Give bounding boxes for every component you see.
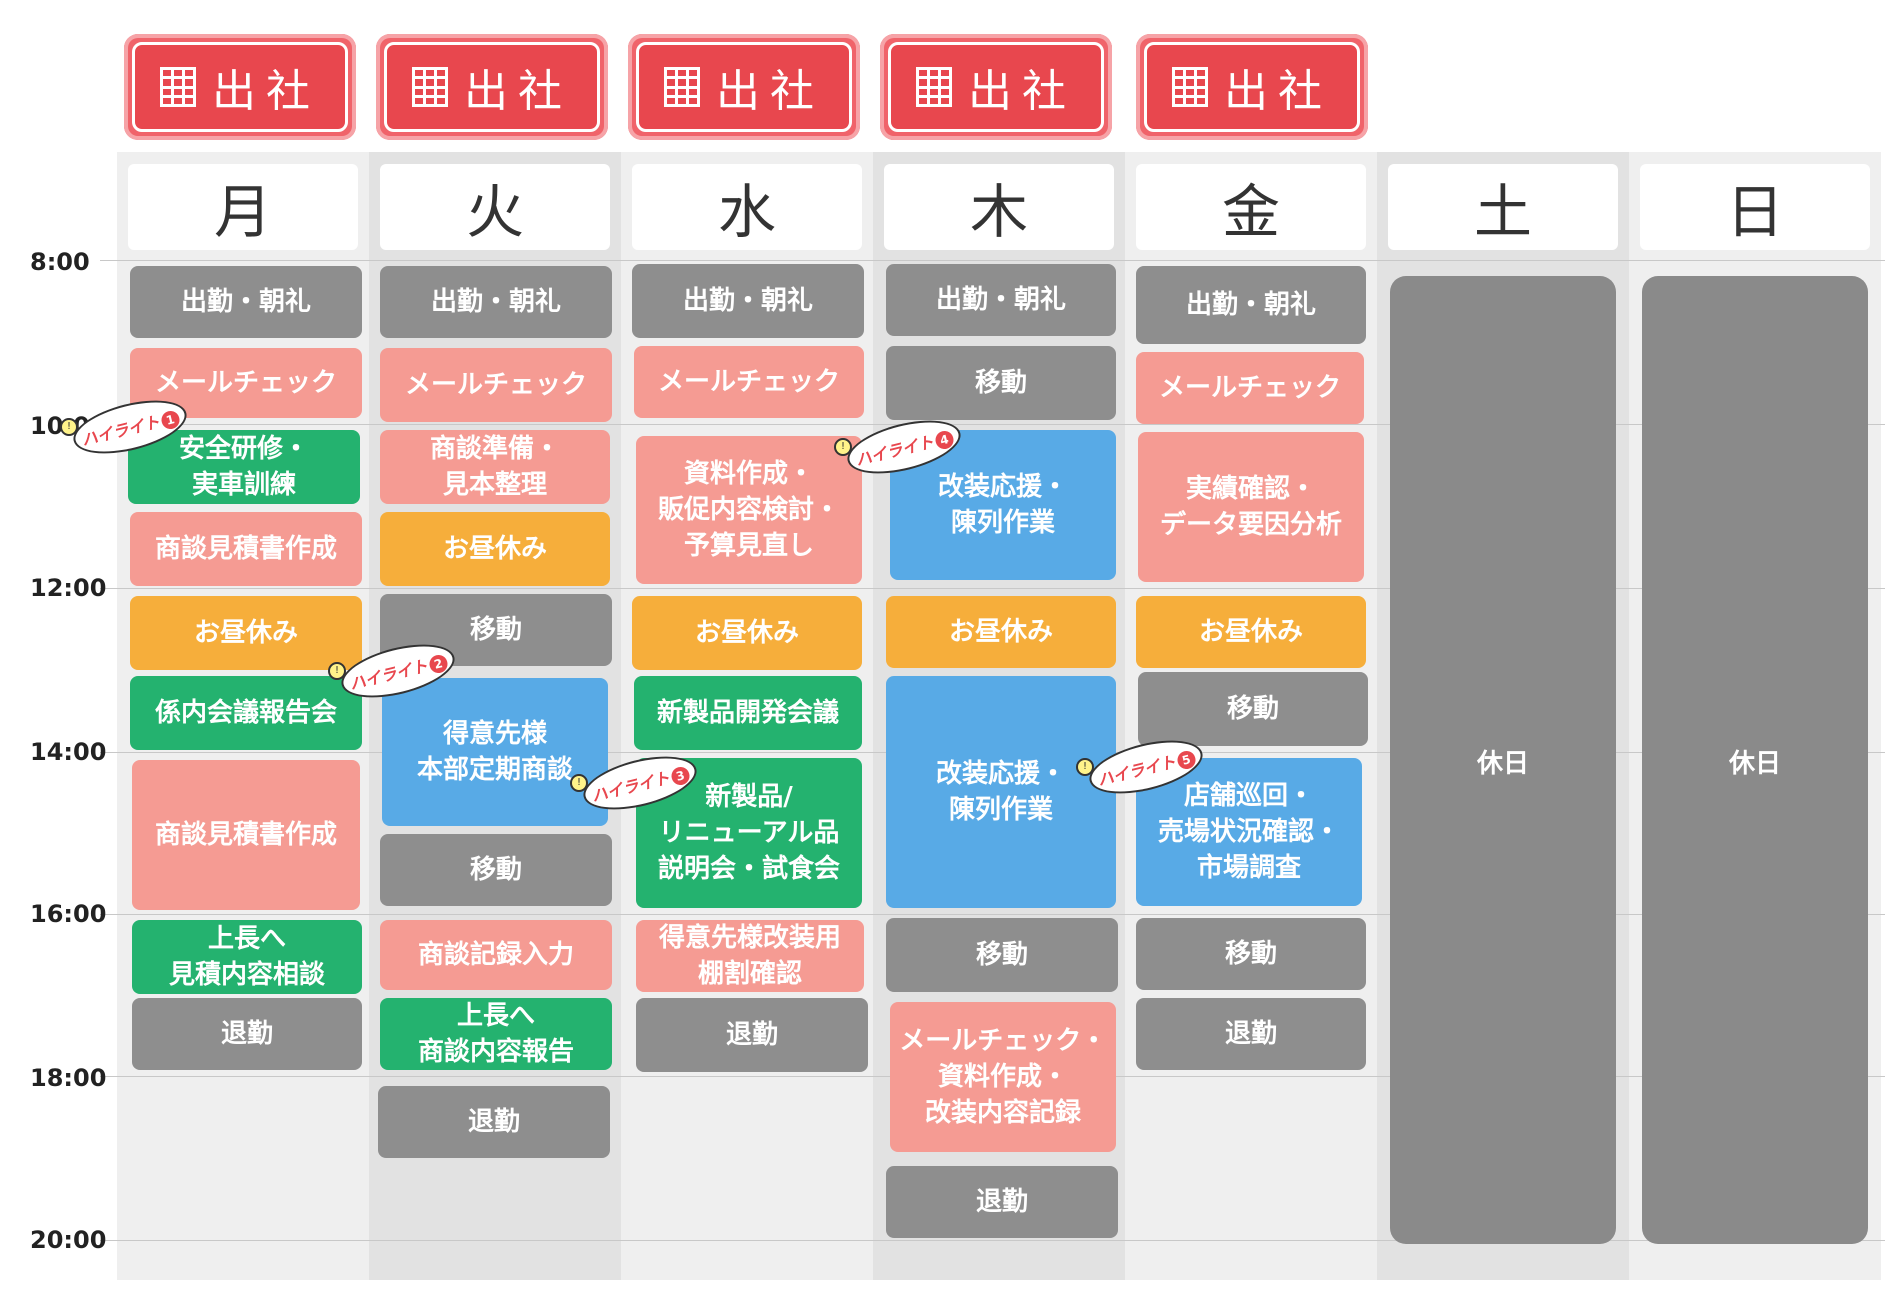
time-label-20: 20:00 [30,1226,107,1254]
day-header-wed: 水 [632,164,862,250]
schedule-block[interactable]: 出勤・朝礼 [1136,266,1366,344]
schedule-block[interactable]: メールチェック [380,348,612,422]
schedule-block[interactable]: メールチェック [1136,352,1364,424]
schedule-block[interactable]: 商談記録入力 [380,920,612,990]
schedule-block[interactable]: 商談準備・ 見本整理 [380,430,610,504]
building-icon [916,67,952,107]
gridline-8 [100,260,1885,261]
gridline-10 [100,424,1885,425]
gridline-12 [100,588,1885,589]
lightbulb-icon: ! [328,662,346,680]
schedule-block[interactable]: 店舗巡回・ 売場状況確認・ 市場調査 [1136,758,1362,906]
schedule-block[interactable]: 実績確認・ データ要因分析 [1138,432,1364,582]
schedule-block[interactable]: 新製品開発会議 [634,676,862,750]
office-label: 出社 [464,66,572,117]
schedule-block[interactable]: 退勤 [636,998,868,1072]
time-label-18: 18:00 [30,1064,107,1092]
schedule-block[interactable]: 移動 [380,834,612,906]
office-badge-wed: 出社 [628,34,860,140]
schedule-block[interactable]: 出勤・朝礼 [886,264,1116,336]
office-badge-tue: 出社 [376,34,608,140]
schedule-block[interactable]: 移動 [886,346,1116,420]
office-badge-mon: 出社 [124,34,356,140]
schedule-block[interactable]: 上長へ 見積内容相談 [132,920,362,994]
office-badge-fri: 出社 [1136,34,1368,140]
schedule-block[interactable]: お昼休み [886,596,1116,668]
schedule-block[interactable]: 退勤 [378,1086,610,1158]
schedule-block[interactable]: 商談見積書作成 [132,760,360,910]
time-label-12: 12:00 [30,574,107,602]
schedule-block[interactable]: 退勤 [886,1166,1118,1238]
day-header-sat: 土 [1388,164,1618,250]
schedule-block[interactable]: 得意先様改装用 棚割確認 [636,920,864,992]
holiday-block-sat[interactable]: 休日 [1390,276,1616,1244]
schedule-block[interactable]: お昼休み [380,512,610,586]
schedule-block[interactable]: 出勤・朝礼 [130,266,362,338]
time-label-14: 14:00 [30,738,107,766]
schedule-block[interactable]: 資料作成・ 販促内容検討・ 予算見直し [636,436,862,584]
day-header-tue: 火 [380,164,610,250]
schedule-block[interactable]: 上長へ 商談内容報告 [380,998,612,1070]
schedule-block[interactable]: メールチェック・ 資料作成・ 改装内容記録 [890,1002,1116,1152]
schedule-block[interactable]: 改装応援・ 陳列作業 [886,676,1116,908]
schedule-block[interactable]: メールチェック [130,348,362,418]
schedule-block[interactable]: 得意先様 本部定期商談 [382,678,608,826]
office-label: 出社 [716,66,824,117]
time-label-8: 8:00 [30,248,90,276]
schedule-block[interactable]: お昼休み [130,596,362,670]
building-icon [664,67,700,107]
office-label: 出社 [1224,66,1332,117]
schedule-block[interactable]: 退勤 [1136,998,1366,1070]
office-label: 出社 [968,66,1076,117]
schedule-block[interactable]: 移動 [1138,672,1368,746]
day-header-fri: 金 [1136,164,1366,250]
schedule-block[interactable]: お昼休み [1136,596,1366,668]
office-badge-thu: 出社 [880,34,1112,140]
lightbulb-icon: ! [60,418,78,436]
building-icon [1172,67,1208,107]
schedule-block[interactable]: 出勤・朝礼 [380,266,612,338]
building-icon [412,67,448,107]
schedule-block[interactable]: 商談見積書作成 [130,512,362,586]
schedule-block[interactable]: 移動 [886,918,1118,992]
schedule-block[interactable]: 退勤 [132,998,362,1070]
schedule-block[interactable]: 移動 [1136,918,1366,990]
gridline-16 [100,914,1885,915]
day-header-mon: 月 [128,164,358,250]
schedule-block[interactable]: 係内会議報告会 [130,676,362,750]
office-label: 出社 [212,66,320,117]
day-header-thu: 木 [884,164,1114,250]
day-header-sun: 日 [1640,164,1870,250]
lightbulb-icon: ! [1076,758,1094,776]
schedule-block[interactable]: 出勤・朝礼 [632,264,864,338]
gridline-20 [100,1240,1885,1241]
schedule-block[interactable]: メールチェック [634,346,864,418]
lightbulb-icon: ! [834,438,852,456]
holiday-block-sun[interactable]: 休日 [1642,276,1868,1244]
schedule-block[interactable]: 安全研修・ 実車訓練 [128,430,360,504]
time-label-16: 16:00 [30,900,107,928]
schedule-block[interactable]: お昼休み [632,596,862,670]
building-icon [160,67,196,107]
lightbulb-icon: ! [570,774,588,792]
